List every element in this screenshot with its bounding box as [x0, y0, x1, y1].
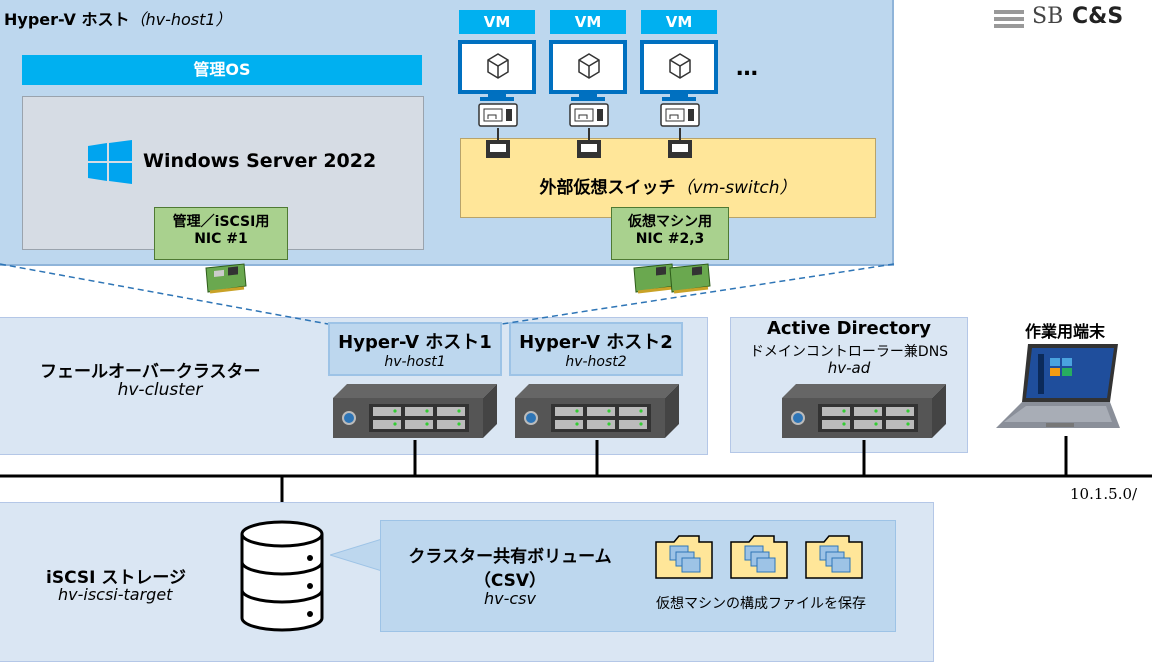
logo-text-cs: C&S — [1072, 4, 1124, 29]
network-address: 10.1.5.0/ — [1070, 485, 1138, 503]
server-icon — [782, 384, 946, 438]
company-logo: SB C&S — [994, 4, 1144, 30]
host-panel-title: Hyper-V ホスト（hv-host1） — [4, 10, 232, 29]
virtual-nic-icon — [478, 103, 518, 129]
vm-monitor-icon — [549, 40, 627, 102]
windows-logo-icon — [88, 140, 132, 184]
server-icon — [333, 384, 497, 438]
vm-tag-1: VM — [459, 10, 535, 34]
network-lines — [0, 263, 1152, 520]
vm-config-folder-icon — [730, 535, 788, 579]
switch-port-icons — [486, 128, 692, 158]
logo-text-sb: SB — [1032, 4, 1064, 29]
storage-title: iSCSI ストレージ — [46, 568, 187, 588]
nic-vm-label: 仮想マシン用 NIC #2,3 — [611, 207, 729, 260]
vm-tag-3: VM — [641, 10, 717, 34]
physical-nic-card-icon — [205, 263, 247, 294]
csv-title: クラスター共有ボリューム — [408, 547, 612, 567]
csv-abbr: （CSV） — [473, 571, 547, 591]
vm-config-folder-icon — [655, 535, 713, 579]
terminal-title: 作業用端末 — [1024, 322, 1105, 341]
vswitch-label: 外部仮想スイッチ（vm-switch） — [539, 178, 797, 198]
virtual-nic-icon — [660, 103, 700, 129]
physical-nic-card-icon — [633, 263, 675, 294]
vm-more-ellipsis: … — [736, 56, 758, 81]
csv-name: hv-csv — [484, 589, 536, 608]
virtual-nic-icon — [569, 103, 609, 129]
cluster-host-2-label: Hyper-V ホスト2 hv-host2 — [509, 322, 683, 376]
vm-monitor-icon — [640, 40, 718, 102]
csv-callout-pointer — [330, 538, 383, 572]
cluster-title: フェールオーバークラスター — [40, 362, 261, 382]
ad-name: hv-ad — [827, 359, 871, 377]
nic-mgmt-label: 管理／iSCSI用 NIC #1 — [154, 207, 288, 260]
ad-title: Active Directory — [766, 318, 932, 339]
physical-nic-card-icon — [669, 263, 711, 294]
management-os-bar: 管理OS — [22, 55, 422, 85]
ad-subtitle: ドメインコントローラー兼DNS — [749, 344, 949, 360]
vm-monitor-icon — [458, 40, 536, 102]
windows-server-label: Windows Server 2022 — [143, 150, 377, 172]
laptop-icon — [996, 344, 1120, 428]
vm-files-caption: 仮想マシンの構成ファイルを保存 — [656, 596, 866, 612]
cluster-host-1-label: Hyper-V ホスト1 hv-host1 — [328, 322, 502, 376]
server-icon — [515, 384, 679, 438]
vm-tag-2: VM — [550, 10, 626, 34]
cluster-name: hv-cluster — [117, 380, 203, 400]
vm-config-folder-icon — [805, 535, 863, 579]
logo-mark-icon — [994, 10, 1024, 14]
database-icon — [240, 520, 324, 632]
storage-name: hv-iscsi-target — [58, 585, 173, 604]
